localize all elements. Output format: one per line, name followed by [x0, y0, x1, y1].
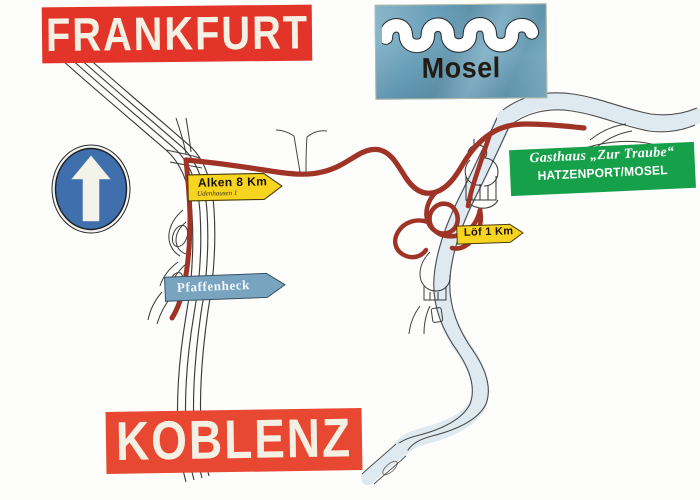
riverside-hamlet-sketch [408, 251, 451, 335]
arrow-sign-shape-loef [456, 223, 524, 245]
side-tracks-sketch [275, 129, 328, 173]
destination-banner-koblenz: KOBLENZ [105, 407, 363, 475]
direction-sign-pfaffenheck: Pfaffenheck [162, 270, 287, 305]
wavy-river-icon [381, 17, 540, 54]
mosel-river-plaque: Mosel [374, 3, 548, 100]
destination-banner-frankfurt: FRANKFURT [41, 4, 313, 64]
banner-label-koblenz: KOBLENZ [115, 408, 353, 473]
gasthaus-sign: Gasthaus „Zur Traube“ HATZENPORT/MOSEL [509, 141, 696, 197]
arrow-sign-shape-pfaffenheck [164, 272, 286, 302]
arrow-sign-shape-alken [187, 172, 283, 202]
banner-label-frankfurt: FRANKFURT [45, 5, 309, 62]
direction-sign-alken: Alken 8 Km Udenhausen 1 [186, 169, 285, 205]
direction-sign-loef: Löf 1 Km [455, 221, 526, 247]
mosel-plaque-label: Mosel [421, 51, 501, 85]
straight-ahead-arrow-icon [51, 144, 131, 234]
